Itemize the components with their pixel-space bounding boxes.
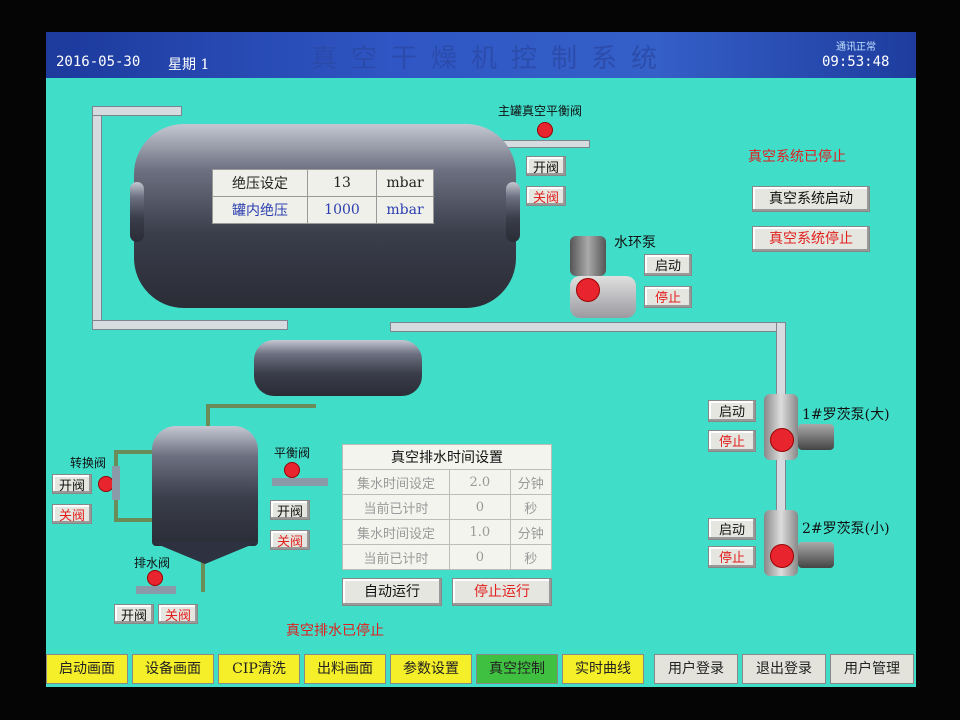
switch-valve-label: 转换阀 (70, 456, 107, 470)
drain-row-3-value[interactable]: 1.0 (449, 519, 511, 545)
pipe-left-loop-bottom (114, 518, 154, 522)
balance-valve-open-button[interactable]: 开阀 (270, 500, 310, 520)
drain-stop-run-button[interactable]: 停止运行 (452, 578, 552, 606)
pressure-setting-label: 绝压设定 (212, 169, 308, 197)
nav-parameters[interactable]: 参数设置 (390, 654, 472, 684)
inner-pressure-value: 1000 (307, 196, 377, 224)
roots-pump-large-status-icon (770, 428, 794, 452)
hmi-screen: 2016-05-30 星期 1 真空干燥机控制系统 通讯正常 09:53:48 … (46, 32, 916, 687)
switch-valve-close-button[interactable]: 关阀 (52, 504, 92, 524)
inner-pressure-label: 罐内绝压 (212, 196, 308, 224)
date-display: 2016-05-30 (56, 54, 141, 70)
drain-row-4-label: 当前已计时 (341, 544, 451, 570)
roots-pump-large-start-button[interactable]: 启动 (708, 400, 756, 422)
drain-valve-open-button[interactable]: 开阀 (114, 604, 154, 624)
balance-valve-icon[interactable] (284, 462, 300, 478)
nav-user-login[interactable]: 用户登录 (654, 654, 738, 684)
buffer-tank (254, 340, 422, 396)
balance-valve-label: 平衡阀 (274, 446, 311, 460)
vacuum-system-stop-button[interactable]: 真空系统停止 (752, 226, 870, 252)
nav-startup[interactable]: 启动画面 (46, 654, 128, 684)
water-ring-pump-status-icon (576, 278, 600, 302)
roots-pump-large-label: 1#罗茨泵(大) (802, 407, 890, 423)
pressure-setting-unit: mbar (376, 169, 434, 197)
pipe-bottom-left (92, 320, 288, 330)
comm-status: 通讯正常 (836, 42, 876, 53)
nav-discharge[interactable]: 出料画面 (304, 654, 386, 684)
drain-row-1-label: 集水时间设定 (341, 469, 451, 495)
tank-left-cap (130, 182, 144, 242)
weekday-display: 星期 1 (168, 57, 210, 73)
nav-realtime-curve[interactable]: 实时曲线 (562, 654, 644, 684)
pipe-drain (201, 562, 205, 592)
main-balance-valve-label: 主罐真空平衡阀 (498, 104, 583, 118)
tank-pressure-table: 绝压设定 13 mbar 罐内绝压 1000 mbar (212, 169, 434, 224)
pipe-left-loop-top (114, 450, 154, 454)
drain-row-2-label: 当前已计时 (341, 494, 451, 520)
vacuum-system-status: 真空系统已停止 (748, 149, 846, 165)
pipe-collector-v (206, 404, 210, 444)
pressure-setting-value[interactable]: 13 (307, 169, 377, 197)
drain-row-3-unit: 分钟 (509, 519, 553, 545)
drain-timing-title: 真空排水时间设置 (342, 444, 552, 470)
balance-valve-body (272, 478, 328, 486)
drain-timing-table: 真空排水时间设置 集水时间设定 2.0 分钟 当前已计时 0 秒 集水时间设定 … (341, 444, 553, 570)
nav-vacuum-control[interactable]: 真空控制 (476, 654, 558, 684)
drain-row-2-unit: 秒 (509, 494, 553, 520)
pipe-main-horizontal (390, 322, 786, 332)
drain-row-4-unit: 秒 (509, 544, 553, 570)
drain-valve-close-button[interactable]: 关阀 (158, 604, 198, 624)
drain-valve-icon[interactable] (147, 570, 163, 586)
main-balance-valve-close-button[interactable]: 关阀 (526, 186, 566, 206)
balance-valve-close-button[interactable]: 关阀 (270, 530, 310, 550)
drain-row-3-label: 集水时间设定 (341, 519, 451, 545)
tank-right-cap (506, 182, 520, 242)
roots-pump-large-motor (798, 424, 834, 450)
roots-pump-small-stop-button[interactable]: 停止 (708, 546, 756, 568)
bottom-nav: 启动画面 设备画面 CIP清洗 出料画面 参数设置 真空控制 实时曲线 用户登录… (46, 652, 916, 687)
roots-pump-small-start-button[interactable]: 启动 (708, 518, 756, 540)
drain-row-4-value: 0 (449, 544, 511, 570)
drain-row-2-value: 0 (449, 494, 511, 520)
nav-user-logout[interactable]: 退出登录 (742, 654, 826, 684)
roots-pump-small-motor (798, 542, 834, 568)
nav-equipment[interactable]: 设备画面 (132, 654, 214, 684)
main-balance-valve-open-button[interactable]: 开阀 (526, 156, 566, 176)
collection-tank (152, 426, 258, 546)
pipe-balance (500, 140, 590, 148)
collection-tank-cone (152, 542, 258, 564)
page-title: 真空干燥机控制系统 (311, 44, 672, 74)
nav-user-management[interactable]: 用户管理 (830, 654, 914, 684)
water-ring-pump-motor (570, 236, 606, 276)
nav-cip[interactable]: CIP清洗 (218, 654, 300, 684)
roots-pump-small-label: 2#罗茨泵(小) (802, 521, 890, 537)
vacuum-system-start-button[interactable]: 真空系统启动 (752, 186, 870, 212)
drain-status: 真空排水已停止 (286, 623, 384, 639)
inner-pressure-unit: mbar (376, 196, 434, 224)
drain-auto-run-button[interactable]: 自动运行 (342, 578, 442, 606)
header-bar: 2016-05-30 星期 1 真空干燥机控制系统 通讯正常 09:53:48 (46, 32, 916, 78)
drain-valve-body (136, 586, 176, 594)
switch-valve-body (112, 466, 120, 500)
pipe-collector (206, 404, 316, 408)
time-display: 09:53:48 (822, 54, 890, 70)
drain-valve-label: 排水阀 (134, 556, 171, 570)
roots-pump-large-stop-button[interactable]: 停止 (708, 430, 756, 452)
drain-row-1-unit: 分钟 (509, 469, 553, 495)
water-ring-pump-label: 水环泵 (614, 235, 656, 251)
drain-row-1-value[interactable]: 2.0 (449, 469, 511, 495)
roots-pump-small-status-icon (770, 544, 794, 568)
pipe-top-left-horizontal (92, 106, 182, 116)
switch-valve-open-button[interactable]: 开阀 (52, 474, 92, 494)
water-ring-pump-start-button[interactable]: 启动 (644, 254, 692, 276)
pipe-top-left-vertical (92, 108, 102, 330)
water-ring-pump-stop-button[interactable]: 停止 (644, 286, 692, 308)
main-balance-valve-icon[interactable] (537, 122, 553, 138)
